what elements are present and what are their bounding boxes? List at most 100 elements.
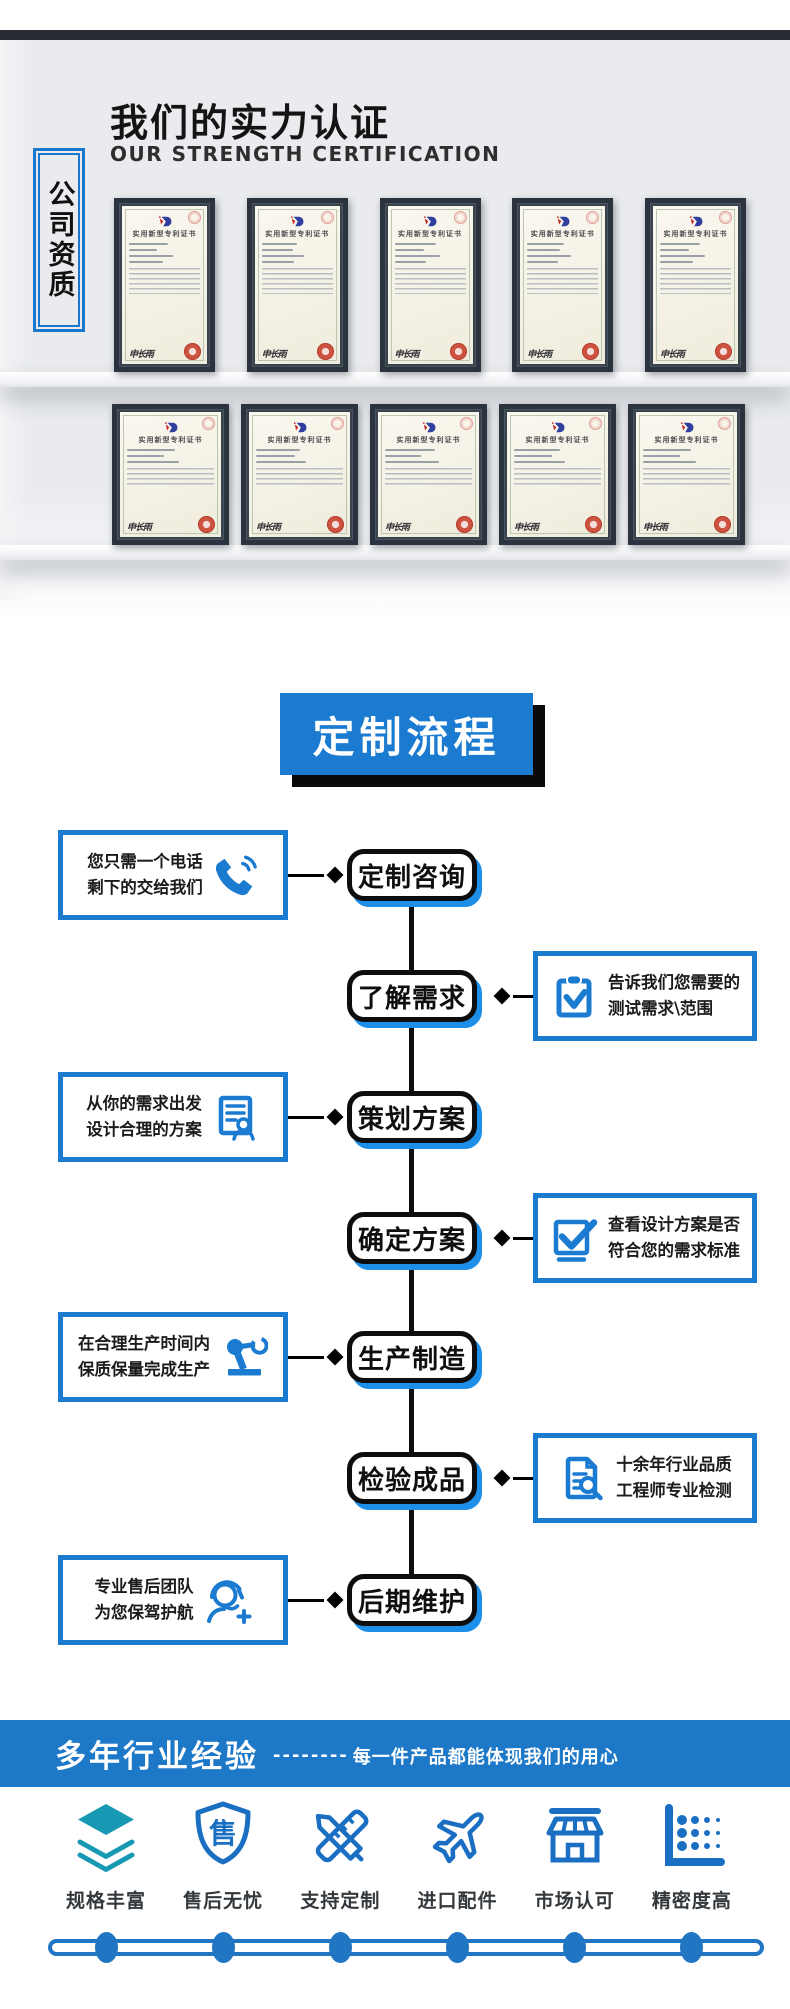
certificate-title: 实用新型专利证书 [663, 230, 728, 238]
flow-box-text-line: 在合理生产时间内 [78, 1334, 210, 1354]
certificate-signature: 申长雨 [514, 523, 539, 533]
stamp-outline-icon [453, 211, 467, 224]
progress-dot [211, 1932, 235, 1963]
shelf-top [0, 372, 790, 387]
certificate-frame: 实用新型专利证书申长雨 [512, 198, 614, 372]
red-seal-icon [184, 343, 201, 360]
tools-icon [316, 1809, 369, 1863]
flow-box-text-line: 专业售后团队 [94, 1577, 194, 1597]
progress-dot [446, 1932, 470, 1963]
red-seal-icon [316, 343, 334, 360]
section-tab-label: 公司资质 [43, 180, 75, 300]
flow-box-text-line: 测试需求\范围 [608, 999, 714, 1018]
flow-box-aftersales: 专业售后团队 为您保驾护航 [52, 1555, 290, 1669]
progress-dot [680, 1932, 704, 1963]
feature-aftersales: 售 售后无忧 [167, 1800, 279, 1913]
certificate-title: 实用新型专利证书 [525, 436, 590, 444]
certificate-signature: 申长雨 [385, 523, 410, 533]
patent-logo-icon [689, 216, 702, 227]
flow-connector [288, 873, 324, 877]
certificate-signature: 申长雨 [643, 523, 668, 533]
certificate-frame: 实用新型专利证书申长雨 [114, 198, 215, 372]
feature-label: 支持定制 [300, 1890, 381, 1912]
progress-dots [50, 1932, 748, 1963]
flow-connector [288, 1598, 324, 1602]
certificate-frame: 实用新型专利证书申长雨 [499, 404, 616, 545]
flow-box-inspection: 十余年行业品质 工程师专业检测 [533, 1433, 781, 1547]
feature-label: 精密度高 [651, 1890, 732, 1912]
flow-box-text-line: 告诉我们您需要的 [608, 973, 740, 993]
certificate-title: 实用新型专利证书 [138, 436, 203, 444]
certificate-signature: 申长雨 [394, 350, 420, 360]
certificate-signature: 申长雨 [129, 350, 154, 360]
flow-box-text-line: 符合您的需求标准 [608, 1241, 740, 1260]
process-section-title: 定制流程 [280, 693, 533, 775]
red-seal-icon [327, 516, 344, 533]
stamp-outline-icon [719, 211, 732, 224]
feature-precision: 精密度高 [636, 1800, 748, 1913]
shield-icon: 售 [195, 1801, 251, 1865]
red-seal-icon [714, 516, 731, 533]
feature-market-recognition: 市场认可 [519, 1800, 631, 1913]
flow-step-maintenance: 后期维护 [347, 1574, 477, 1626]
feature-specifications: 规格丰富 [50, 1800, 162, 1913]
flow-step-confirm: 确定方案 [347, 1212, 477, 1264]
storefront-icon [546, 1808, 604, 1863]
patent-logo-icon [423, 216, 437, 227]
certificate-frame: 实用新型专利证书申长雨 [379, 198, 481, 372]
patent-logo-icon [422, 422, 435, 433]
flow-step-understand: 了解需求 [347, 970, 477, 1022]
certificate-title: 实用新型专利证书 [398, 230, 462, 238]
red-seal-icon [449, 343, 467, 360]
certificate-title: 实用新型专利证书 [265, 230, 330, 238]
svg-text:售: 售 [209, 1817, 237, 1850]
progress-dot [94, 1932, 118, 1963]
patent-logo-icon [158, 216, 171, 227]
experience-band: 多年行业经验 -------- 每一件产品都能体现我们的用心 [0, 1720, 790, 1787]
stamp-outline-icon [320, 211, 334, 224]
patent-logo-icon [551, 422, 564, 433]
certificate-title: 实用新型专利证书 [530, 230, 595, 238]
certificate-frame: 实用新型专利证书申长雨 [246, 198, 348, 372]
feature-label: 规格丰富 [65, 1890, 146, 1912]
stamp-outline-icon [202, 417, 215, 430]
experience-subtitle: 每一件产品都能体现我们的用心 [352, 1746, 619, 1768]
flow-box-text-line: 保质保量完成生产 [78, 1360, 210, 1379]
experience-dashes: -------- [273, 1745, 349, 1766]
certificate-title: 实用新型专利证书 [396, 436, 461, 444]
stamp-outline-icon [586, 211, 600, 224]
wall-left-edge [0, 40, 30, 600]
dot-chart-icon [664, 1804, 725, 1866]
flow-box-text-line: 从你的需求出发 [86, 1094, 202, 1114]
flow-box-review: 查看设计方案是否 符合您的需求标准 [533, 1193, 781, 1307]
document-user-icon [212, 1093, 260, 1141]
certificate-title: 实用新型专利证书 [267, 436, 332, 444]
feature-label: 进口配件 [417, 1890, 498, 1912]
patent-logo-icon [164, 422, 177, 433]
flow-step-production: 生产制造 [347, 1331, 477, 1383]
progress-dot [328, 1932, 352, 1963]
flow-box-plan: 从你的需求出发 设计合理的方案 [52, 1072, 290, 1186]
flow-box-text-line: 为您保驾护航 [94, 1603, 194, 1622]
certificate-signature: 申长雨 [261, 350, 287, 360]
red-seal-icon [582, 343, 600, 360]
certificate-signature: 申长雨 [660, 350, 685, 360]
certificate-title: 实用新型专利证书 [132, 230, 197, 238]
stamp-outline-icon [331, 417, 344, 430]
flow-box-text-line: 设计合理的方案 [86, 1120, 202, 1139]
certificate-signature: 申长雨 [256, 523, 281, 533]
flow-box-consult: 您只需一个电话 剩下的交给我们 [52, 830, 290, 944]
experience-title: 多年行业经验 [55, 1739, 259, 1775]
certificate-frame: 实用新型专利证书申长雨 [645, 198, 746, 372]
flow-box-text-line: 您只需一个电话 [87, 852, 203, 872]
certificate-signature: 申长雨 [127, 523, 152, 533]
red-seal-icon [715, 343, 732, 360]
robot-arm-icon [220, 1333, 268, 1381]
flow-connector [513, 1476, 533, 1480]
flow-step-consult: 定制咨询 [347, 849, 477, 901]
certificate-frame: 实用新型专利证书申长雨 [112, 404, 229, 545]
flow-box-requirements: 告诉我们您需要的 测试需求\范围 [533, 951, 781, 1065]
flow-step-inspection: 检验成品 [347, 1452, 477, 1504]
patent-logo-icon [680, 422, 693, 433]
